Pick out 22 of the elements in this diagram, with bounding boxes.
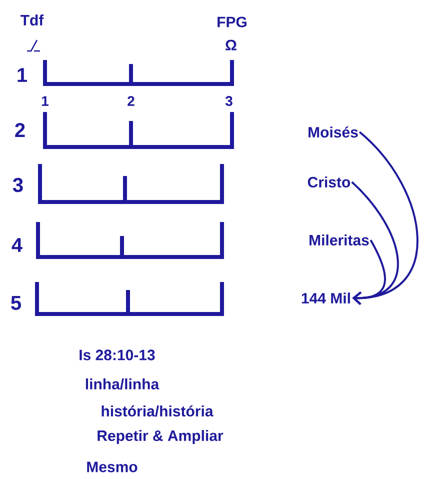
note-text: Repetir & Ampliar	[98, 430, 224, 444]
tick-number: 1	[42, 96, 48, 106]
name-label: 144 Mil	[302, 292, 350, 304]
row-number: 4	[12, 238, 22, 252]
heading: FPG	[218, 16, 246, 28]
curved-arrow	[351, 181, 399, 305]
omega-symbol: Ω	[226, 40, 236, 50]
note-text: Is 28:10-13	[80, 350, 155, 360]
tick-number: 2	[128, 96, 134, 106]
heading: Tdf	[20, 14, 44, 26]
tick-number: 3	[225, 96, 232, 106]
row-number: 2	[15, 123, 25, 137]
curved-arrow	[352, 240, 386, 306]
name-label: Cristo	[308, 176, 350, 188]
row-number: 1	[18, 68, 27, 82]
note-text: linha/linha	[86, 378, 160, 390]
note-text: Mesmo	[87, 462, 138, 472]
name-label: Moisés	[308, 126, 358, 138]
note-text: história/história	[102, 405, 214, 417]
name-label: Mileritas	[310, 234, 369, 246]
row-number: 3	[12, 178, 23, 192]
row-number: 5	[11, 296, 21, 310]
